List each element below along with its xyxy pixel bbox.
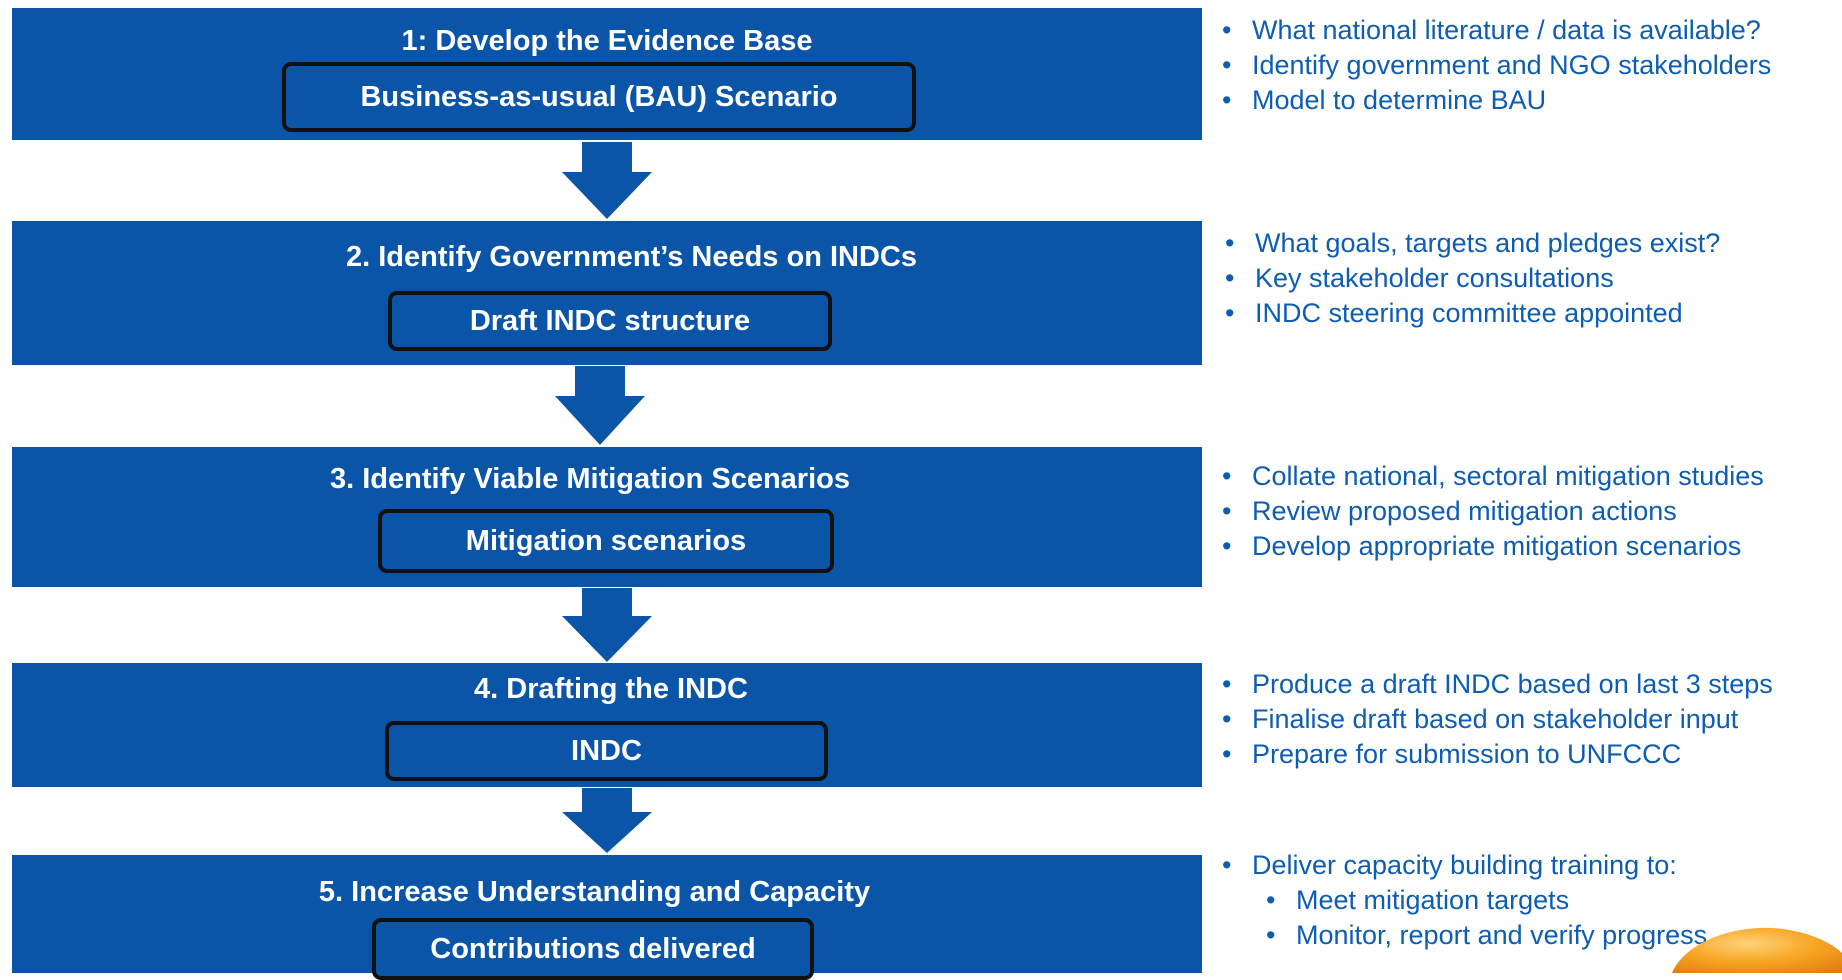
step-5-output-box: Contributions delivered xyxy=(372,918,814,980)
bullet-item: Produce a draft INDC based on last 3 ste… xyxy=(1200,667,1773,702)
step-2-band: 2. Identify Government’s Needs on INDCs … xyxy=(12,221,1202,365)
bullet-item: Key stakeholder consultations xyxy=(1203,261,1720,296)
down-arrow-icon xyxy=(562,142,652,219)
step-1-output-box: Business-as-usual (BAU) Scenario xyxy=(282,62,916,132)
bullet-item: What goals, targets and pledges exist? xyxy=(1203,226,1720,261)
step-4-band: 4. Drafting the INDC INDC xyxy=(12,663,1202,787)
orange-blob-icon xyxy=(1672,927,1842,973)
sub-bullet-item: Monitor, report and verify progress xyxy=(1200,918,1707,953)
step-1-bullets: What national literature / data is avail… xyxy=(1200,13,1771,118)
bullet-item: Finalise draft based on stakeholder inpu… xyxy=(1200,702,1773,737)
step-5-bullets: Deliver capacity building training to: M… xyxy=(1200,848,1707,953)
sub-bullet-item: Meet mitigation targets xyxy=(1200,883,1707,918)
bullet-item: Review proposed mitigation actions xyxy=(1200,494,1764,529)
step-1-title: 1: Develop the Evidence Base xyxy=(401,25,813,57)
step-3-band: 3. Identify Viable Mitigation Scenarios … xyxy=(12,447,1202,587)
step-1-band: 1: Develop the Evidence Base Business-as… xyxy=(12,8,1202,140)
step-5-title: 5. Increase Understanding and Capacity xyxy=(318,876,871,908)
bullet-item: Model to determine BAU xyxy=(1200,83,1771,118)
step-2-output-box: Draft INDC structure xyxy=(388,291,832,351)
step-4-title: 4. Drafting the INDC xyxy=(474,673,748,705)
down-arrow-icon xyxy=(555,366,645,445)
step-2-title: 2. Identify Government’s Needs on INDCs xyxy=(346,241,917,273)
bullet-item: Collate national, sectoral mitigation st… xyxy=(1200,459,1764,494)
bullet-item: Deliver capacity building training to: xyxy=(1200,848,1707,883)
step-3-bullets: Collate national, sectoral mitigation st… xyxy=(1200,459,1764,564)
step-3-output-box: Mitigation scenarios xyxy=(378,509,834,573)
step-4-bullets: Produce a draft INDC based on last 3 ste… xyxy=(1200,667,1773,772)
bullet-item: Identify government and NGO stakeholders xyxy=(1200,48,1771,83)
bullet-item: INDC steering committee appointed xyxy=(1203,296,1720,331)
step-5-band: 5. Increase Understanding and Capacity C… xyxy=(12,855,1202,980)
down-arrow-icon xyxy=(562,788,652,853)
bullet-item: What national literature / data is avail… xyxy=(1200,13,1771,48)
bullet-item: Prepare for submission to UNFCCC xyxy=(1200,737,1773,772)
step-3-title: 3. Identify Viable Mitigation Scenarios xyxy=(330,463,850,495)
step-4-output-box: INDC xyxy=(385,721,828,781)
step-2-bullets: What goals, targets and pledges exist? K… xyxy=(1203,226,1720,331)
down-arrow-icon xyxy=(562,588,652,662)
bullet-item: Develop appropriate mitigation scenarios xyxy=(1200,529,1764,564)
